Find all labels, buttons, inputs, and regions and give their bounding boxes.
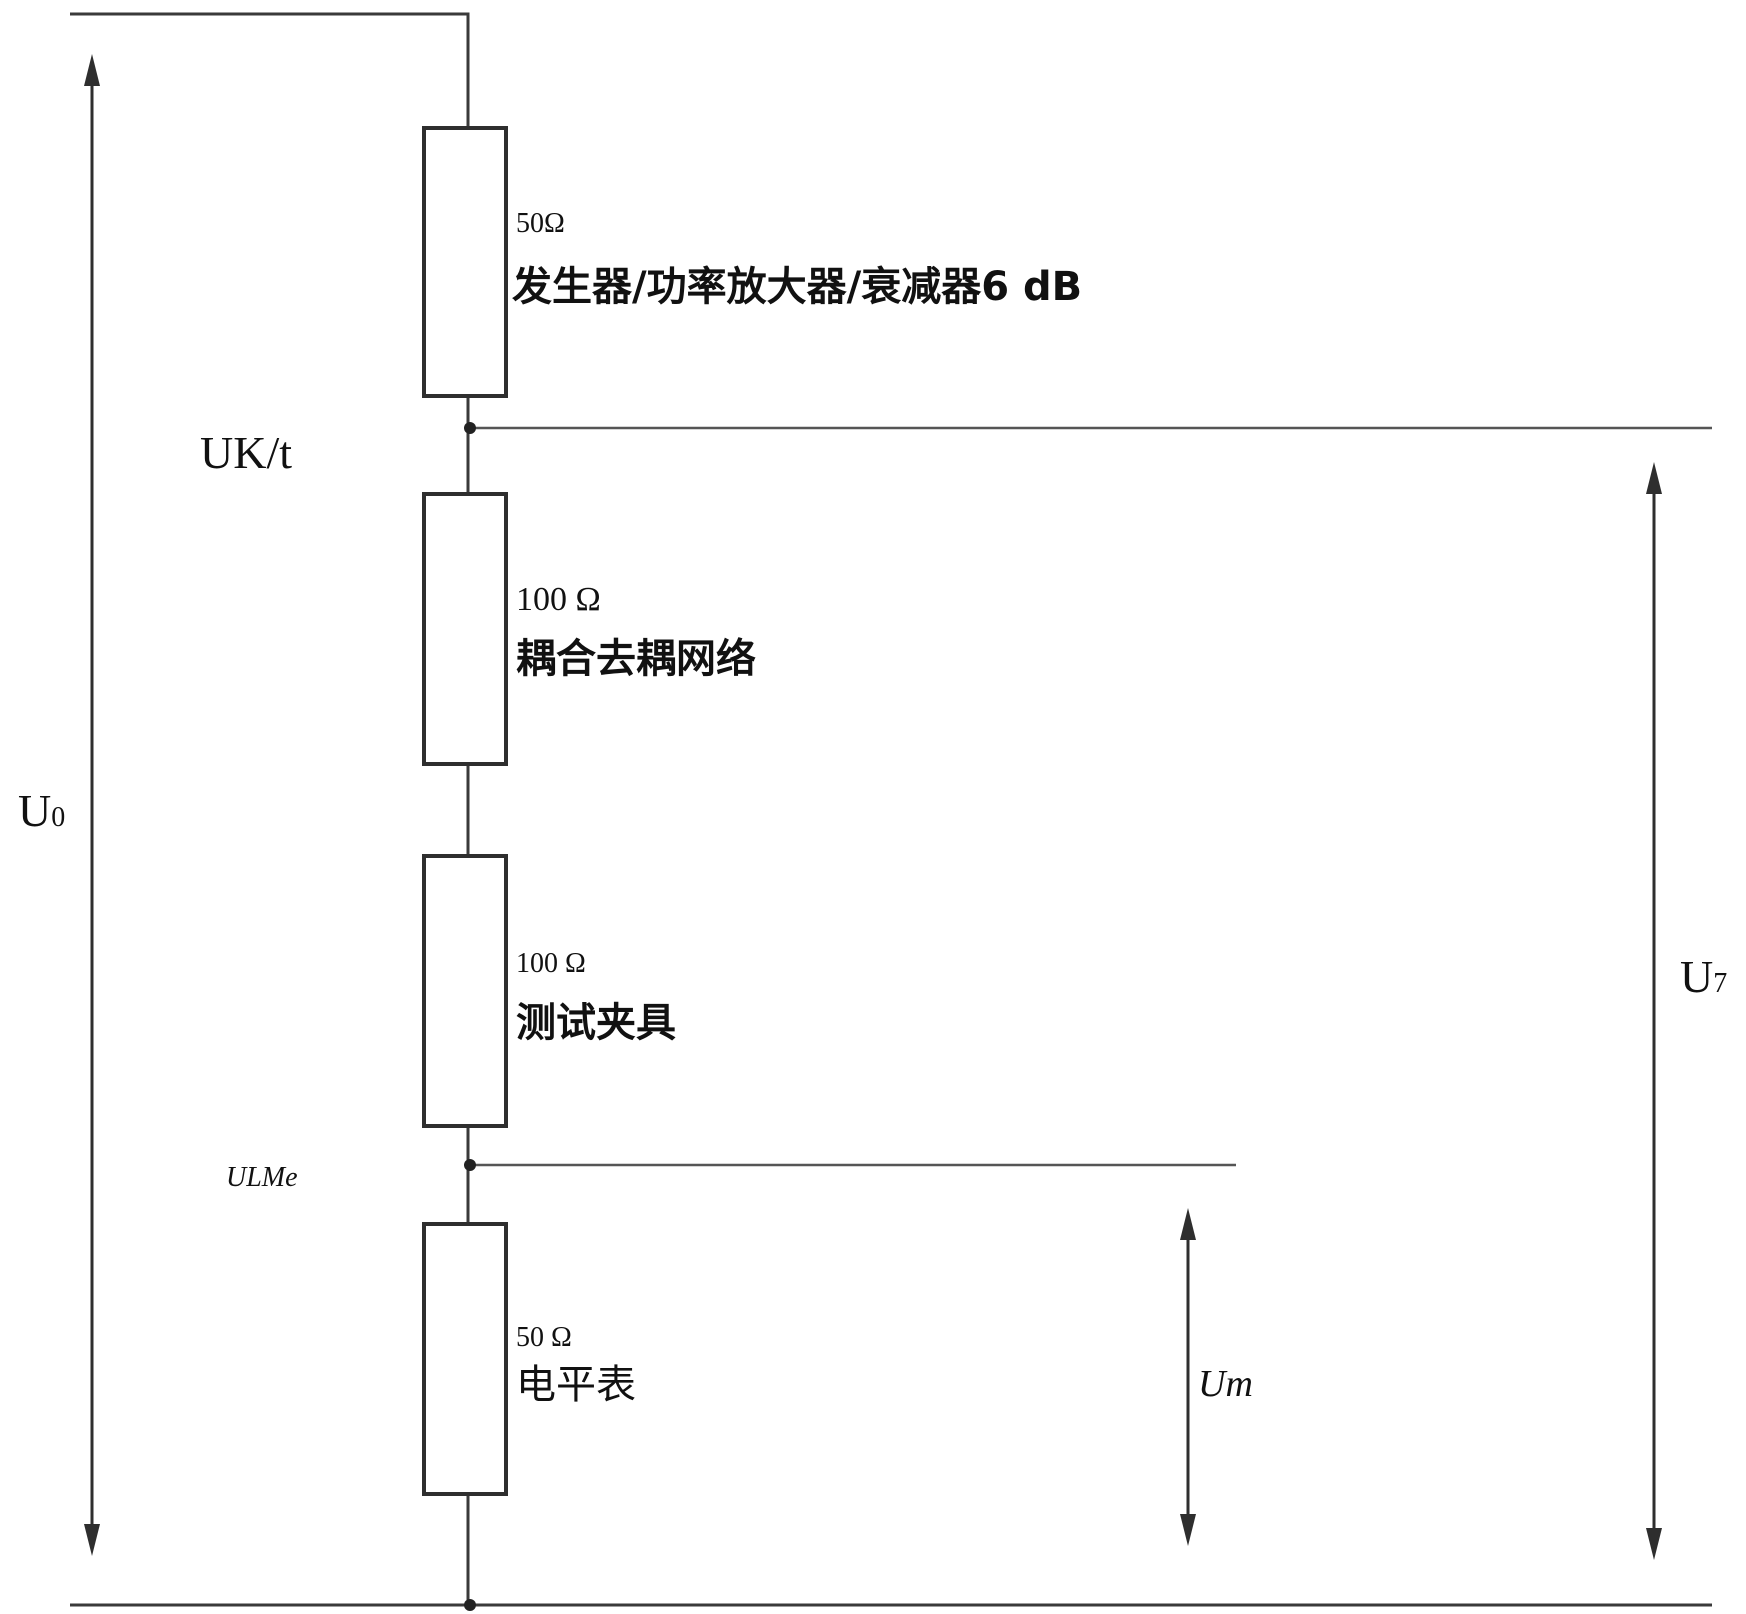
um-label: Um xyxy=(1198,1363,1253,1405)
r3-value-label: 100 Ω xyxy=(516,948,586,979)
u0-main: U xyxy=(18,785,51,836)
ulme-label: ULMe xyxy=(226,1162,298,1193)
resistor-level-meter xyxy=(422,1222,508,1496)
u7-label: U7 xyxy=(1680,951,1727,1002)
ground-node xyxy=(464,1599,476,1611)
uk-node xyxy=(464,422,476,434)
u7-arrow xyxy=(1646,462,1662,1560)
r2-value-label: 100 Ω xyxy=(516,581,601,618)
r1-value-label: 50Ω xyxy=(516,208,565,239)
ulme-node xyxy=(464,1159,476,1171)
r2-name-label: 耦合去耦网络 xyxy=(516,636,756,682)
u7-sub: 7 xyxy=(1713,968,1727,999)
r1-name-label: 发生器/功率放大器/衰减器6 dB xyxy=(512,264,1082,310)
uk-label: UK/t xyxy=(200,427,292,478)
u7-main: U xyxy=(1680,951,1713,1002)
r3-name-label: 测试夹具 xyxy=(516,1000,676,1046)
u0-sub: 0 xyxy=(51,802,65,833)
r4-name-label: 电平表 xyxy=(516,1362,636,1408)
resistor-generator xyxy=(422,126,508,398)
resistor-cdn xyxy=(422,492,508,766)
top-wire xyxy=(70,12,470,128)
r4-value-label: 50 Ω xyxy=(516,1322,572,1353)
u0-arrow xyxy=(84,54,100,1556)
resistor-test-fixture xyxy=(422,854,508,1128)
u0-label: U0 xyxy=(18,785,65,836)
um-arrow xyxy=(1180,1208,1196,1546)
